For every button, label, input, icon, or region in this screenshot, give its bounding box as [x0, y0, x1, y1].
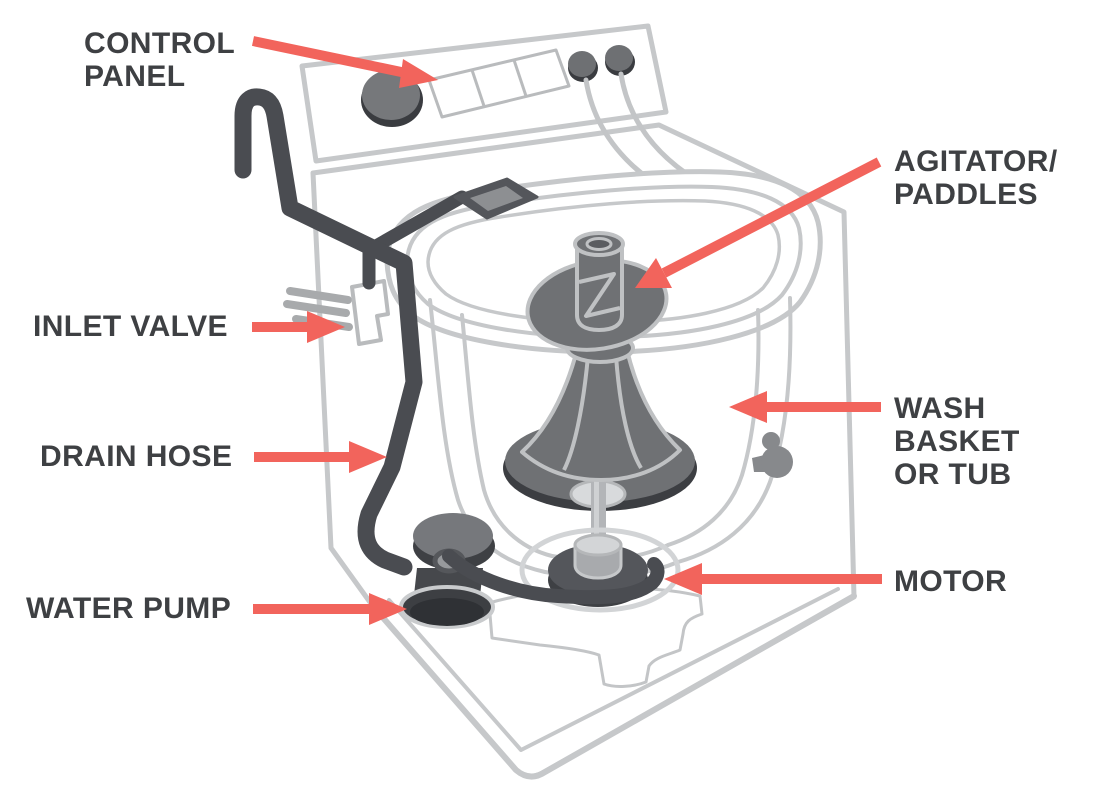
base-plate [368, 587, 857, 780]
label-line: DRAIN HOSE [40, 440, 233, 473]
panel-display [427, 48, 571, 119]
label-agitator-paddles: AGITATOR/ PADDLES [894, 145, 1058, 211]
label-line: AGITATOR/ [894, 145, 1058, 178]
label-motor: MOTOR [894, 565, 1007, 598]
arrow-wash-basket [729, 391, 881, 423]
label-line: MOTOR [894, 565, 1008, 598]
arrow-control-panel [251, 36, 438, 88]
label-line: CONTROL [84, 27, 236, 60]
agitator-illustration [503, 231, 697, 548]
arrow-drain-hose [254, 441, 387, 473]
label-wash-basket-or-tub: WASH BASKET OR TUB [894, 392, 1020, 491]
rim-connector-pad [453, 177, 539, 220]
callout-arrows [251, 36, 882, 625]
label-line: WASH [894, 392, 986, 425]
tub-side-knob [752, 432, 793, 478]
label-drain-hose: DRAIN HOSE [40, 440, 232, 473]
control-panel-knobs [361, 45, 635, 127]
label-line: OR TUB [894, 458, 1012, 491]
drain-hose-illustration [234, 88, 423, 576]
arrow-water-pump [253, 593, 407, 625]
arrow-inlet-valve [252, 311, 345, 343]
label-control-panel: CONTROL PANEL [84, 27, 235, 93]
label-line: INLET VALVE [33, 310, 228, 343]
label-line: WATER PUMP [26, 592, 232, 625]
drive-belt [442, 549, 665, 605]
arrow-motor [664, 563, 882, 595]
label-inlet-valve: INLET VALVE [33, 310, 228, 343]
arrow-agitator [635, 157, 882, 288]
panel-small-knob-1 [568, 51, 596, 77]
inlet-valve-box [350, 279, 390, 346]
panel-small-knob-2 [605, 45, 633, 71]
label-water-pump: WATER PUMP [26, 592, 231, 625]
label-line: PADDLES [894, 178, 1038, 211]
inlet-valve-illustration [283, 279, 390, 346]
label-line: PANEL [84, 60, 186, 93]
label-line: BASKET [894, 425, 1020, 458]
water-pump-illustration [399, 513, 495, 629]
agitator-spiral [525, 231, 669, 352]
